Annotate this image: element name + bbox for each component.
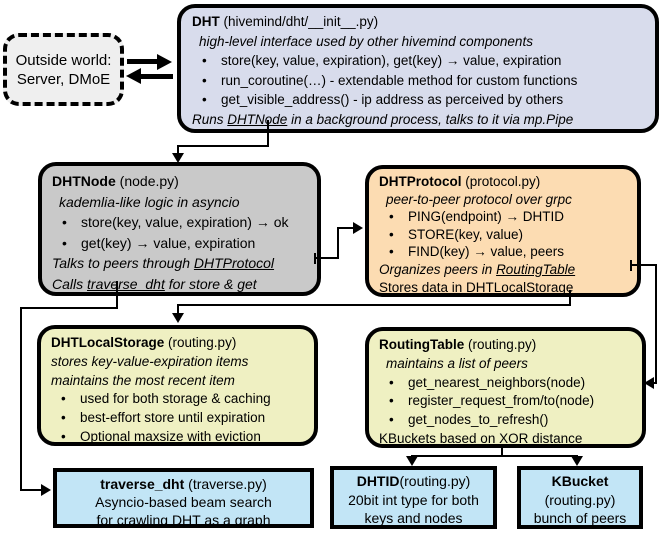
kbucket-line2: (routing.py) [544,491,616,508]
dhtid-box: DHTID(routing.py) 20bit int type for bot… [330,466,497,529]
routingtable-footer: KBuckets based on XOR distance [379,430,583,446]
dht-title-line: DHT (hivemind/dht/__init__.py) [192,12,647,32]
kbucket-line3: bunch of peers [533,510,627,526]
dhtnode-calls-post: for store & get [164,275,257,292]
dhtprotocol-title-line: DHTProtocol (protocol.py) [379,173,631,191]
traverse-line2: Asyncio-based beam search [95,494,272,510]
dhtnode-calls-line: Calls traverse_dht for store & get [52,274,311,295]
dhtnode-talks-line: Talks to peers through DHTProtocol [52,253,311,274]
dht-box: DHT (hivemind/dht/__init__.py) high-leve… [177,4,659,133]
localstorage-bullet-best-effort: best-effort store until expiration [51,409,308,428]
dhtprotocol-reference: DHTProtocol [193,255,275,271]
dhtprotocol-title: DHTProtocol [379,174,462,189]
traverse-title-file: (traverse.py) [184,476,267,492]
routingtable-title-line: RoutingTable (routing.py) [379,336,636,355]
routingtable-reference: RoutingTable [496,261,576,277]
localstorage-title-file: (routing.py) [164,335,237,350]
dhtid-line2: 20bit int type for both [348,491,479,508]
traverse-line3: for crawling DHT as a graph [96,512,271,528]
dhtid-line3: keys and nodes [364,510,463,526]
traverse-dht-reference: traverse_dht [87,275,165,292]
routingtable-title: RoutingTable [379,337,465,352]
dhtnode-title: DHTNode [52,173,116,189]
routingtable-bullet-nearest: get_nearest_neighbors(node) [379,374,636,393]
dhtnode-bullet-store: store(key, value, expiration) → ok [52,212,311,233]
dhtnode-reference: DHTNode [227,111,288,127]
localstorage-subtitle1: stores key-value-expiration items [51,353,249,369]
dht-title: DHT [192,14,220,29]
dht-footer-pre: Runs [192,111,228,127]
outside-world-line2: Server, DMoE [16,70,111,88]
dhtnode-talks-pre: Talks to peers through [52,255,194,271]
kbucket-box: KBucket (routing.py) bunch of peers [517,466,643,529]
dht-bullet-store-get: store(key, value, expiration), get(key) … [192,51,647,71]
dhtnode-box: DHTNode (node.py) kademlia-like logic in… [38,162,321,296]
dhtprotocol-bullet-find: FIND(key) → value, peers [379,243,631,261]
routingtable-box: RoutingTable (routing.py) maintains a li… [365,327,646,448]
outside-world-box: Outside world: Server, DMoE [3,33,124,106]
localstorage-title: DHTLocalStorage [51,335,165,350]
routingtable-bullet-register: register_request_from/to(node) [379,392,636,411]
dhtprotocol-box: DHTProtocol (protocol.py) peer-to-peer p… [365,165,641,297]
dht-bullet-run-coroutine: run_coroutine(…) - extendable method for… [192,71,647,91]
dhtnode-calls-pre: Calls [52,275,88,292]
traverse-title: traverse_dht [100,476,185,492]
dhtnode-bullet-get: get(key) → value, expiration [52,233,311,254]
outside-world-line1: Outside world: [15,51,112,69]
dht-bullet-get-visible-address: get_visible_address() - ip address as pe… [192,90,647,110]
kbucket-title: KBucket [551,473,609,489]
localstorage-reference: LocalStorage [493,279,574,295]
dhtprotocol-bullet-ping: PING(endpoint) → DHTID [379,208,631,226]
dhtprotocol-bullet-store: STORE(key, value) [379,226,631,244]
dhtid-title-file: (routing.py) [399,473,471,489]
dhtprotocol-subtitle: peer-to-peer protocol over grpc [386,191,572,207]
dht-footer-post: in a background process, talks to it via… [287,111,574,127]
dht-subtitle: high-level interface used by other hivem… [199,33,533,49]
dhtprotocol-stores-pre: Stores data in DHT [379,279,494,295]
dht-footer-line: Runs DHTNode in a background process, ta… [192,110,647,130]
dhtid-title-line: DHTID(routing.py) [334,472,493,491]
dhtprotocol-title-file: (protocol.py) [461,174,541,189]
localstorage-title-line: DHTLocalStorage (routing.py) [51,334,308,353]
localstorage-bullet-maxsize: Optional maxsize with eviction [51,428,308,447]
routingtable-bullet-refresh: get_nodes_to_refresh() [379,411,636,430]
dhtid-title: DHTID [356,473,400,489]
dhtprotocol-organizes-line: Organizes peers in RoutingTable [379,261,631,279]
localstorage-bullet-storage-caching: used for both storage & caching [51,390,308,409]
routingtable-subtitle: maintains a list of peers [386,355,528,371]
localstorage-subtitle2: maintains the most recent item [51,372,235,388]
dhtnode-title-line: DHTNode (node.py) [52,171,311,192]
dhtprotocol-organizes-pre: Organizes peers in [379,261,497,277]
routingtable-title-file: (routing.py) [464,337,537,352]
dhtnode-subtitle: kademlia-like logic in asyncio [59,193,240,210]
dhtnode-title-file: (node.py) [115,173,179,189]
dhtprotocol-stores-line: Stores data in DHTLocalStorage [379,279,631,297]
dhtlocalstorage-box: DHTLocalStorage (routing.py) stores key-… [37,325,318,447]
traverse-title-line: traverse_dht (traverse.py) [57,475,310,493]
dht-title-file: (hivemind/dht/__init__.py) [219,14,379,29]
traverse-dht-box: traverse_dht (traverse.py) Asyncio-based… [53,468,314,528]
